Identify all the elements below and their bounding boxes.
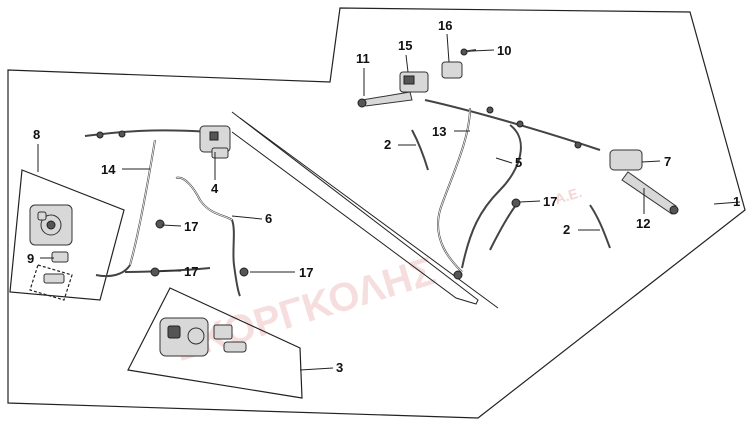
callout-6: 6 xyxy=(265,211,272,226)
brake-hose-icon xyxy=(84,129,249,297)
svg-text:A.E.: A.E. xyxy=(553,184,584,207)
callout-1: 1 xyxy=(733,194,740,209)
assembly-frame xyxy=(7,7,746,419)
front-caliper-panel-icon xyxy=(9,169,125,301)
rear-caliper-panel-icon xyxy=(127,287,303,399)
callout-14: 14 xyxy=(101,162,116,177)
brake-pads-icon xyxy=(29,251,73,301)
bolt-icon xyxy=(460,48,477,56)
abs-modulator-icon xyxy=(199,125,231,159)
left-brake-lever-icon xyxy=(609,149,679,215)
callout-15: 15 xyxy=(398,38,412,53)
callout-3: 3 xyxy=(336,360,343,375)
callout-17-a: 17 xyxy=(184,219,198,234)
callout-17-c: 17 xyxy=(299,265,313,280)
callout-4: 4 xyxy=(211,181,219,196)
callout-12: 12 xyxy=(636,216,650,231)
clamp-icon xyxy=(441,61,463,79)
callout-16: 16 xyxy=(438,18,452,33)
brake-light-switch-icon xyxy=(411,129,611,249)
brake-lever-icon xyxy=(357,91,413,108)
callout-2-right: 2 xyxy=(563,222,570,237)
callout-7: 7 xyxy=(664,154,671,169)
callout-11: 11 xyxy=(356,51,370,66)
leader-lines xyxy=(37,33,741,371)
callout-8: 8 xyxy=(33,127,40,142)
brake-hose-icon xyxy=(424,99,601,280)
callout-17-d: 17 xyxy=(543,194,557,209)
callout-13: 13 xyxy=(432,124,446,139)
callout-17-b: 17 xyxy=(184,264,198,279)
callout-5: 5 xyxy=(515,155,522,170)
callout-10: 10 xyxy=(497,43,511,58)
callout-9: 9 xyxy=(27,251,34,266)
callout-2-left: 2 xyxy=(384,137,391,152)
master-cylinder-icon xyxy=(399,71,429,93)
